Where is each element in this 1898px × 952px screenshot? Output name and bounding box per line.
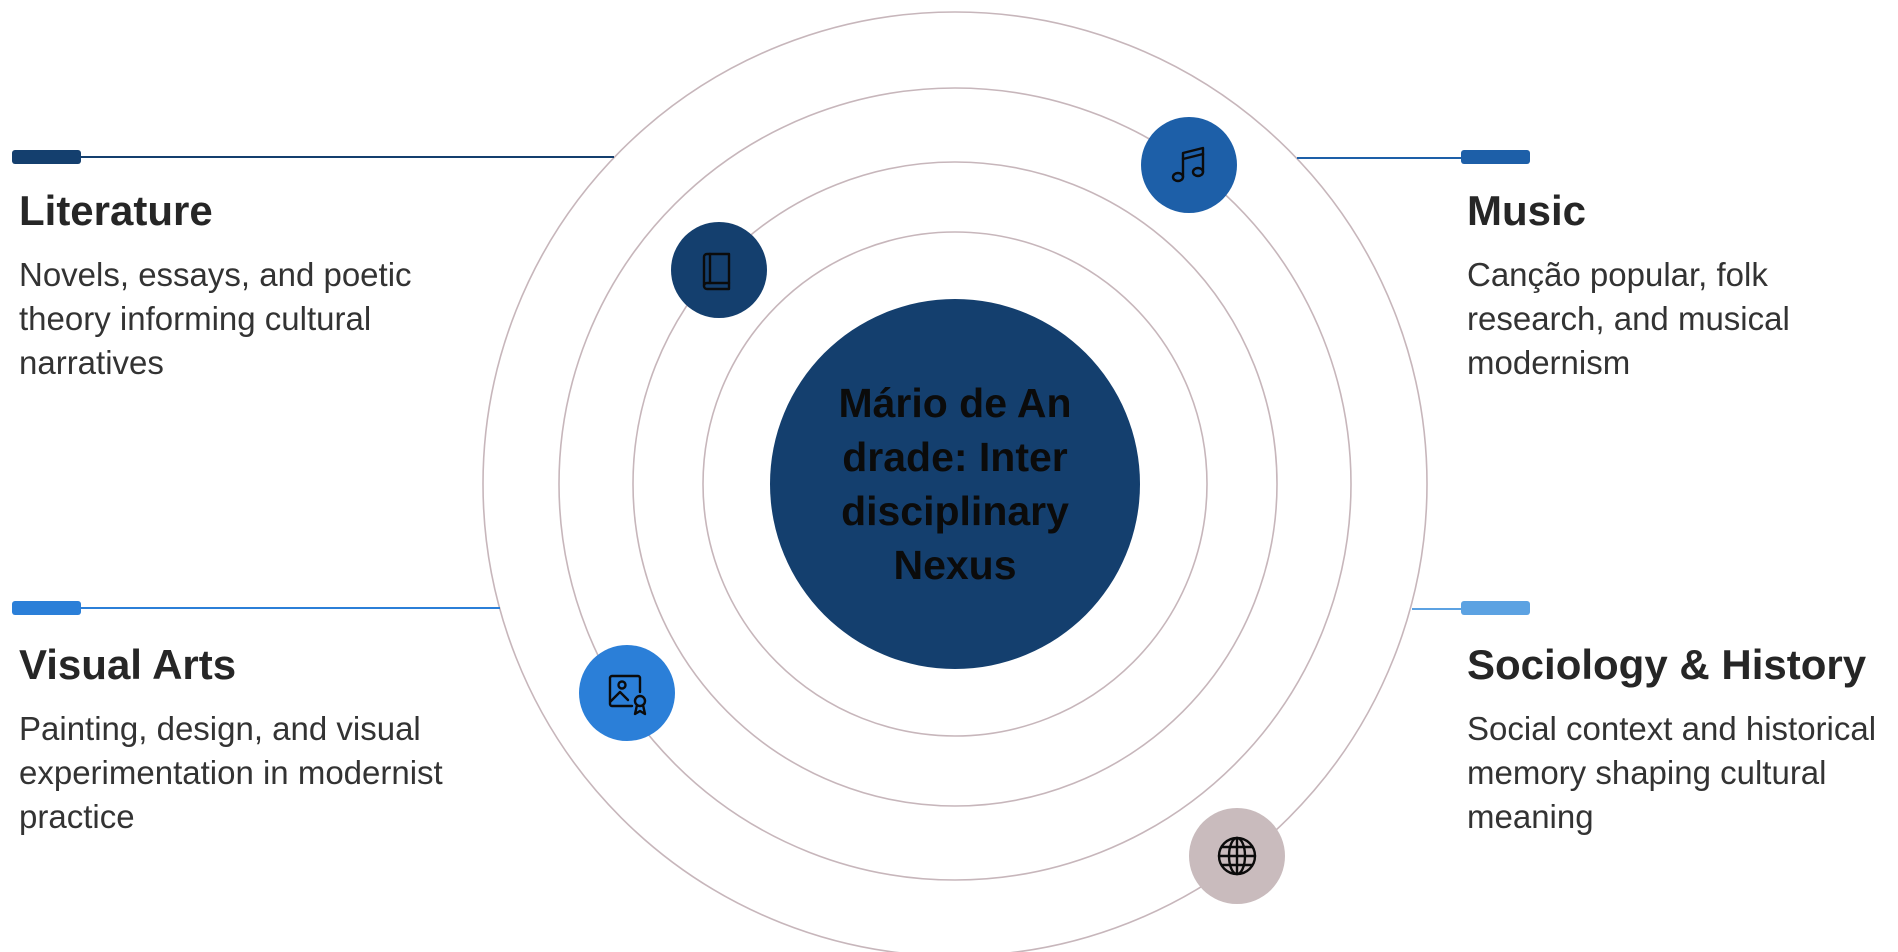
music-accent-bar [1461,150,1530,164]
globe-icon [1217,836,1257,876]
literature-accent-bar [12,150,81,164]
literature-title: Literature [19,187,213,234]
music-connector-line [1297,157,1461,159]
sociology-history-connector-line [1412,608,1461,610]
music-node[interactable] [1141,117,1237,213]
visual-arts-connector-line [81,607,500,609]
sociology-history-accent-bar [1461,601,1530,615]
visual-arts-title: Visual Arts [19,641,237,688]
literature-node[interactable] [671,222,767,318]
orbit-ring-inner [702,231,1208,737]
sociology-history-node[interactable] [1189,808,1285,904]
visual-arts-description: Painting, design, and visual experimenta… [19,710,443,835]
orbit-ring-outer [482,11,1428,952]
image-award-icon [608,674,647,716]
music-title: Music [1467,187,1587,234]
sociology-history-title: Sociology & History [1467,641,1867,688]
visual-arts-node[interactable] [579,645,675,741]
literature-description: Novels, essays, and poetic theory inform… [19,256,412,381]
music-note-icon [1171,146,1205,183]
orbit-ring-3 [558,87,1352,881]
central-hub-title: Mário de Andrade: Interdisciplinary Nexu… [838,380,1072,588]
sociology-history-description: Social context and historical memory sha… [1467,710,1877,835]
book-icon [702,252,731,291]
literature-connector-line [81,156,614,158]
orbit-ring-2 [632,161,1278,807]
music-description: Canção popular, folk research, and music… [1467,256,1790,381]
visual-arts-accent-bar [12,601,81,615]
central-hub: Mário de Andrade: Interdisciplinary Nexu… [770,299,1140,669]
